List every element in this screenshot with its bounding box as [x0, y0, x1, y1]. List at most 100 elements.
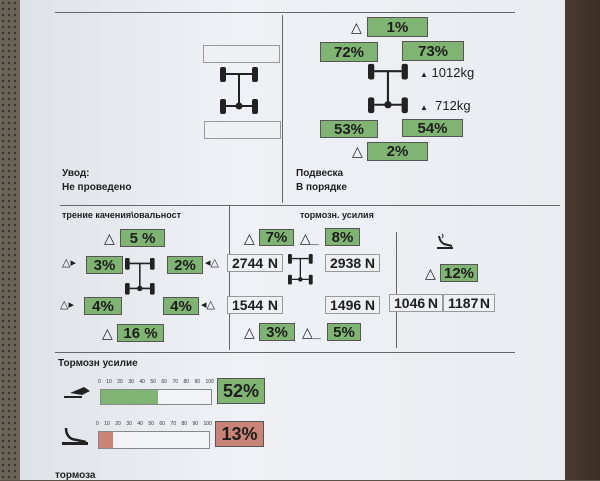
scale-tick-label: 0 [98, 379, 101, 385]
alignment-front-box [203, 45, 280, 63]
brake-rear-delta: 3% [259, 323, 295, 341]
front-axle-weight: ▲ 1012kg [420, 65, 474, 80]
delta-icon: △ [244, 230, 255, 246]
scale-tick-label: 70 [172, 379, 178, 385]
unit: N [267, 297, 278, 313]
alignment-rear-box [204, 121, 281, 139]
divider [55, 12, 515, 13]
value: 2744 [232, 255, 264, 271]
service-brake-pedal-icon [64, 387, 90, 398]
rolling-front-delta: 5 % [120, 229, 165, 247]
suspension-front-delta: 1% [367, 17, 428, 37]
rolling-front-right: 2% [167, 256, 203, 274]
suspension-rear-delta: 2% [367, 142, 428, 161]
divider [55, 352, 515, 353]
delta-wheel-icon: △▸ [62, 257, 76, 269]
rear-weight-value: 712kg [435, 98, 471, 113]
scale-tick-label: 40 [137, 421, 143, 427]
car-axle-icon [368, 63, 409, 115]
rear-axle-weight: ▲ 712kg [420, 98, 471, 113]
value: 1544 [232, 297, 264, 313]
suspension-front-left: 72% [320, 42, 378, 62]
rolling-rear-left: 4% [84, 297, 122, 315]
front-weight-value: 1012kg [431, 65, 475, 80]
parking-brake-fill [99, 432, 114, 448]
scale-tick-label: 60 [159, 421, 165, 427]
service-brake-fill [101, 390, 159, 404]
scale-tick-label: 70 [170, 421, 176, 427]
alignment-label: Увод: [62, 168, 90, 179]
delta-icon: △ [352, 143, 363, 159]
suspension-rear-left: 53% [320, 120, 378, 138]
car-axle-icon [288, 254, 314, 286]
scale-tick-label: 80 [181, 421, 188, 427]
scale-tick-label: 30 [128, 379, 134, 385]
delta-dynamic-icon: △— [300, 230, 319, 249]
suspension-label: Подвеска [296, 168, 344, 179]
delta-icon: △ [104, 230, 115, 246]
scale-tick-label: 10 [104, 421, 110, 427]
delta-icon: △ [244, 324, 255, 340]
scale-tick-label: 100 [203, 421, 212, 427]
delta-icon: △ [425, 265, 436, 281]
unit: N [364, 297, 375, 313]
delta-wheel-icon: ◂△ [205, 257, 219, 269]
value: 1496 [330, 297, 362, 313]
unit: N [479, 295, 490, 311]
parking-brake-icon [62, 427, 88, 445]
delta-icon: △ [351, 19, 362, 35]
delta-wheel-icon: ◂△ [201, 299, 215, 311]
unit: N [267, 255, 278, 271]
scale-tick-label: 0 [96, 421, 99, 427]
scale-tick-label: 10 [106, 379, 112, 385]
scale-tick-label: 20 [115, 421, 121, 427]
rolling-rear-delta: 16 % [117, 324, 164, 342]
delta-dynamic-icon: △— [302, 324, 321, 343]
brake-front-delta: 7% [259, 229, 294, 246]
scale-tick-label: 50 [148, 421, 154, 427]
parking-brake-bar [98, 431, 210, 449]
scale-tick-label: 100 [205, 379, 214, 385]
divider [229, 205, 230, 350]
scale-tick-label: 90 [194, 379, 201, 385]
scale-tick-label: 40 [139, 379, 145, 385]
divider [282, 15, 283, 203]
delta-icon: △ [102, 325, 113, 341]
brakes-section-title: тормоза [55, 470, 96, 481]
parking-brake-value: 13% [215, 421, 264, 447]
unit: N [427, 295, 438, 311]
weight-icon: ▲ [420, 70, 428, 79]
divider [60, 205, 560, 206]
rolling-front-left: 3% [86, 256, 123, 274]
brake-front-delta2: 8% [325, 228, 360, 246]
value: 1187 [448, 295, 479, 311]
scale-tick-label: 30 [126, 421, 132, 427]
scale-tick-label: 20 [117, 379, 123, 385]
parking-brake-icon [437, 233, 453, 249]
service-brake-bar [100, 389, 212, 405]
background-fabric [560, 0, 600, 480]
car-axle-icon [125, 258, 156, 296]
value: 2938 [330, 255, 362, 271]
suspension-status: В порядке [296, 182, 347, 193]
rolling-title: трение качения\овальност [62, 210, 182, 220]
service-brake-value: 52% [217, 378, 265, 404]
scale-tick-label: 50 [150, 379, 156, 385]
car-axle-icon [220, 67, 259, 115]
scale-tick-label: 60 [161, 379, 167, 385]
divider [396, 232, 397, 348]
delta-wheel-icon: △▸ [60, 299, 74, 311]
unit: N [364, 255, 375, 271]
brake-effort-title: Тормозн усилие [58, 358, 138, 369]
suspension-front-right: 73% [402, 41, 464, 61]
alignment-status: Не проведено [62, 182, 132, 193]
brake-forces-title: тормозн. усилия [300, 210, 374, 220]
background-fabric [0, 0, 22, 480]
